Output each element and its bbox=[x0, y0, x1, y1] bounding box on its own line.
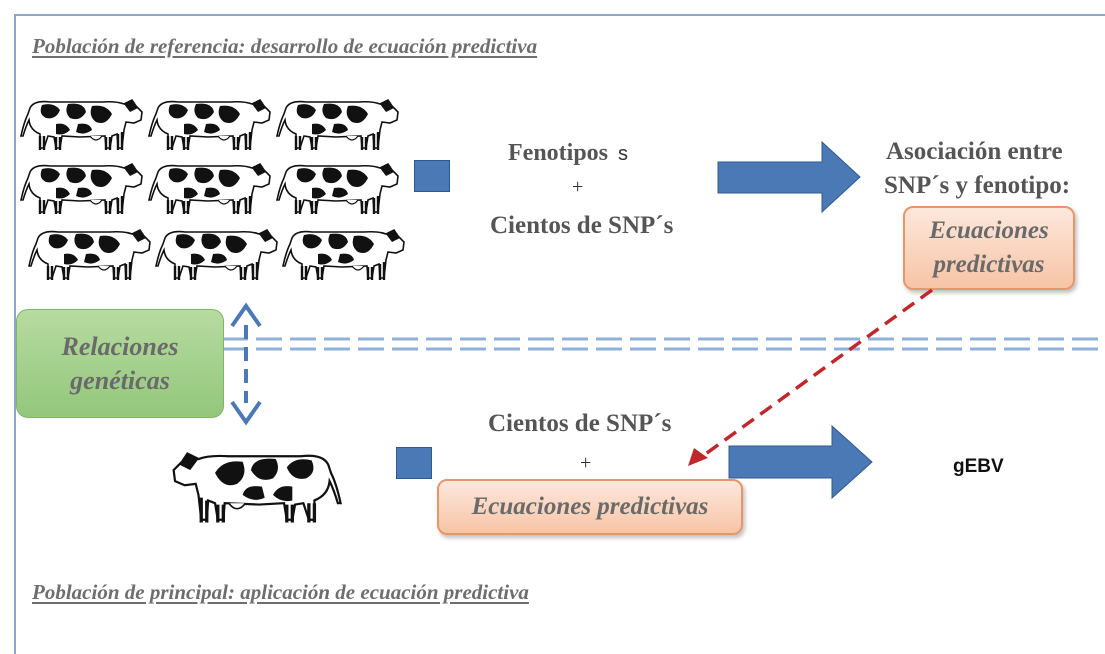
genetic-relations-line1: Relaciones bbox=[61, 331, 179, 361]
association-line2: SNP´s y fenotipo: bbox=[884, 172, 1071, 199]
gebv-result: gEBV bbox=[953, 456, 1004, 477]
equals-square-top bbox=[414, 160, 450, 192]
phenotypes-text: Fenotipos bbox=[508, 140, 609, 166]
target-population-heading: Población de principal: aplicación de ec… bbox=[32, 580, 529, 604]
right-arrow-top bbox=[717, 140, 861, 214]
plus-sign-top: + bbox=[572, 176, 584, 198]
genetic-relations-line2: genéticas bbox=[70, 365, 170, 395]
phenotypes-label: Fenotipos s bbox=[508, 140, 628, 167]
plus-sign-bottom: + bbox=[580, 452, 592, 474]
genetic-relation-arrow bbox=[230, 302, 262, 426]
diagram-frame bbox=[14, 14, 1105, 654]
predictive-equations-line1: Ecuaciones bbox=[929, 217, 1049, 244]
reference-population-heading: Población de referencia: desarrollo de e… bbox=[32, 34, 538, 58]
predictive-equations-line2: predictivas bbox=[933, 251, 1045, 278]
genetic-relations-box: Relaciones genéticas bbox=[16, 309, 224, 418]
right-arrow-bottom bbox=[728, 424, 873, 500]
population-divider bbox=[222, 337, 1105, 351]
predictive-equations-box-bottom: Ecuaciones predictivas bbox=[437, 479, 743, 535]
predictive-equations-text: Ecuaciones predictivas bbox=[471, 493, 709, 520]
connector-layer bbox=[222, 140, 1105, 500]
association-line1: Asociación entre bbox=[886, 138, 1063, 165]
equals-square-bottom bbox=[396, 447, 432, 479]
snp-count-label-bottom: Cientos de SNP´s bbox=[488, 410, 672, 437]
phenotypes-suffix: s bbox=[618, 143, 629, 165]
red-dashed-arrow bbox=[688, 288, 934, 466]
snp-count-label-top: Cientos de SNP´s bbox=[490, 212, 674, 239]
predictive-equations-box-top: Ecuaciones predictivas bbox=[903, 206, 1075, 290]
